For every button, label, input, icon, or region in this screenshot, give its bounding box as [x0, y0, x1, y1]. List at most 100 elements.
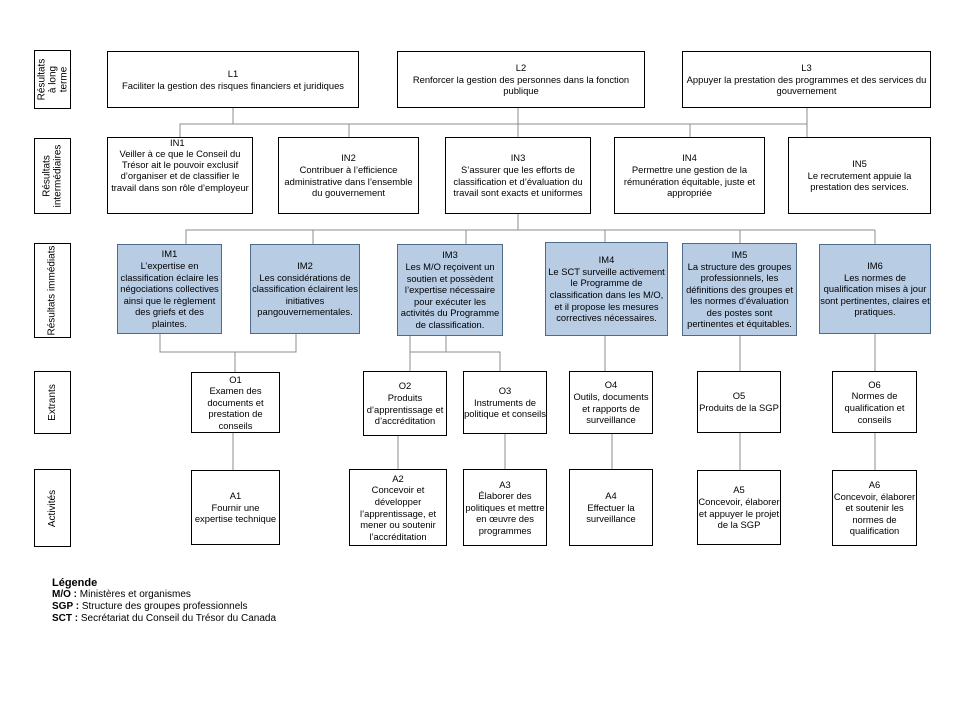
legend-abbr: SCT :: [52, 613, 79, 624]
box-o3-text: Instruments de politique et conseils: [464, 396, 546, 420]
box-im4-code: IM4: [598, 254, 615, 266]
box-im6: IM6 Les normes de qualification mises à …: [819, 244, 931, 334]
box-l1-code: L1: [227, 67, 239, 79]
row-label-activities: Activités: [34, 469, 71, 547]
box-im3-text: Les M/O reçoivent un soutien et possèden…: [400, 261, 500, 330]
box-im2: IM2 Les considérations de classification…: [250, 244, 360, 334]
legend-item: M/O : Ministères et organismes: [52, 589, 276, 601]
box-in4-code: IN4: [682, 152, 697, 164]
box-o1-text: Examen des documents et prestation de co…: [207, 385, 264, 431]
box-in1-text: Veiller à ce que le Conseil du Trésor ai…: [111, 148, 249, 193]
box-in1-code: IN1: [170, 137, 185, 148]
row-label-immediate: Résultats immédiats: [34, 243, 71, 338]
row-label-long-term-text: Résultats à long terme: [36, 58, 69, 101]
box-a1-text: Fournir une expertise technique: [194, 501, 277, 525]
box-in4-text: Permettre une gestion de la rémunération…: [623, 163, 756, 199]
box-a2-text: Concevoir et développer l’apprentissage,…: [359, 484, 437, 542]
box-a4: A4 Effectuer la surveillance: [569, 469, 653, 546]
box-a4-code: A4: [605, 490, 617, 502]
box-a3: A3 Élaborer des politiques et mettre en …: [463, 469, 547, 546]
box-im5: IM5 La structure des groupes professionn…: [682, 243, 797, 336]
box-im4: IM4 Le SCT surveille activement le Progr…: [545, 242, 668, 336]
box-o5-code: O5: [732, 390, 746, 402]
box-o2-text: Produits d’apprentissage et d’accréditat…: [366, 391, 444, 427]
box-o6-text: Normes de qualification et conseils: [844, 390, 905, 425]
box-a5: A5 Concevoir, élaborer et appuyer le pro…: [697, 470, 781, 545]
box-a1: A1 Fournir une expertise technique: [191, 470, 280, 545]
box-im2-code: IM2: [297, 260, 313, 272]
box-in3-code: IN3: [510, 152, 526, 164]
box-in2-code: IN2: [341, 152, 356, 164]
row-label-intermediate-text: Résultats intermédiaires: [41, 144, 64, 208]
box-a3-code: A3: [499, 478, 511, 490]
connector-im-to-in: [185, 229, 875, 244]
box-o3: O3 Instruments de politique et conseils: [463, 371, 547, 434]
box-im6-code: IM6: [867, 260, 883, 272]
box-a5-code: A5: [733, 484, 745, 496]
connector-o2-o3: [409, 336, 501, 371]
legend-abbr: SGP :: [52, 601, 80, 612]
box-o4-code: O4: [604, 379, 618, 391]
box-im6-text: Les normes de qualification mises à jour…: [820, 271, 930, 318]
box-im1-text: L’expertise en classification éclaire le…: [120, 260, 219, 329]
row-label-outputs: Extrants: [34, 371, 71, 434]
box-o5-text: Produits de la SGP: [699, 402, 779, 413]
box-a6-text: Concevoir, élaborer et soutenir les norm…: [833, 490, 916, 537]
row-label-intermediate: Résultats intermédiaires: [34, 138, 71, 214]
box-a4-text: Effectuer la surveillance: [586, 501, 636, 525]
box-l2-code: L2: [515, 62, 527, 74]
box-in5-code: IN5: [852, 158, 867, 170]
box-a2-code: A2: [392, 472, 404, 484]
box-o4: O4 Outils, documents et rapports de surv…: [569, 371, 653, 434]
box-im3: IM3 Les M/O reçoivent un soutien et poss…: [397, 244, 503, 336]
box-in2: IN2 Contribuer à l’efficience administra…: [278, 137, 419, 214]
legend-item: SGP : Structure des groupes professionne…: [52, 601, 276, 613]
box-o6-code: O6: [868, 378, 881, 390]
box-a2: A2 Concevoir et développer l’apprentissa…: [349, 469, 447, 546]
box-im2-text: Les considérations de classification écl…: [252, 271, 358, 318]
box-in5-text: Le recrutement appuie la prestation des …: [807, 169, 912, 193]
box-im5-code: IM5: [731, 248, 748, 260]
box-l2: L2 Renforcer la gestion des personnes da…: [397, 51, 645, 108]
box-im4-text: Le SCT surveille activement le Programme…: [548, 265, 665, 324]
box-im1-code: IM1: [161, 248, 178, 260]
box-o1: O1 Examen des documents et prestation de…: [191, 372, 280, 433]
box-o4-text: Outils, documents et rapports de surveil…: [573, 390, 649, 426]
row-label-outputs-text: Extrants: [47, 384, 58, 421]
box-a5-text: Concevoir, élaborer et appuyer le projet…: [698, 495, 780, 531]
legend-desc: Ministères et organismes: [77, 589, 191, 600]
box-o3-code: O3: [498, 385, 512, 397]
box-l1: L1 Faciliter la gestion des risques fina…: [107, 51, 359, 108]
connector-in-to-l: [179, 108, 808, 137]
box-o5: O5 Produits de la SGP: [697, 371, 781, 433]
row-label-immediate-text: Résultats immédiats: [47, 245, 58, 336]
legend-title: Légende: [52, 577, 98, 589]
box-a1-code: A1: [229, 490, 242, 502]
box-l3: L3 Appuyer la prestation des programmes …: [682, 51, 931, 108]
box-a3-text: Élaborer des politiques et mettre en œuv…: [465, 490, 545, 536]
box-im1: IM1 L’expertise en classification éclair…: [117, 244, 222, 334]
box-in3: IN3 S’assurer que les efforts de classif…: [445, 137, 591, 214]
legend-desc: Structure des groupes professionnels: [79, 601, 248, 612]
box-o2-code: O2: [398, 380, 412, 392]
box-l3-code: L3: [801, 62, 812, 74]
connector-o1: [159, 334, 297, 353]
box-l2-text: Renforcer la gestion des personnes dans …: [412, 73, 630, 97]
box-o1-code: O1: [229, 373, 242, 385]
row-label-long-term: Résultats à long terme: [34, 50, 71, 109]
box-in4: IN4 Permettre une gestion de la rémunéra…: [614, 137, 765, 214]
legend-abbr: M/O :: [52, 589, 77, 600]
box-o2: O2 Produits d’apprentissage et d’accrédi…: [363, 371, 447, 436]
box-l3-text: Appuyer la prestation des programmes et …: [686, 73, 927, 97]
box-o6: O6 Normes de qualification et conseils: [832, 371, 917, 433]
box-l1-text: Faciliter la gestion des risques financi…: [122, 79, 344, 91]
box-in1: IN1 Veiller à ce que le Conseil du Tréso…: [107, 137, 253, 214]
box-in5: IN5 Le recrutement appuie la prestation …: [788, 137, 931, 214]
row-label-activities-text: Activités: [47, 489, 59, 527]
legend-item: SCT : Secrétariat du Conseil du Trésor d…: [52, 613, 276, 625]
box-im5-text: La structure des groupes professionnels,…: [686, 260, 793, 330]
box-im3-code: IM3: [442, 249, 458, 261]
box-a6: A6 Concevoir, élaborer et soutenir les n…: [832, 470, 917, 546]
